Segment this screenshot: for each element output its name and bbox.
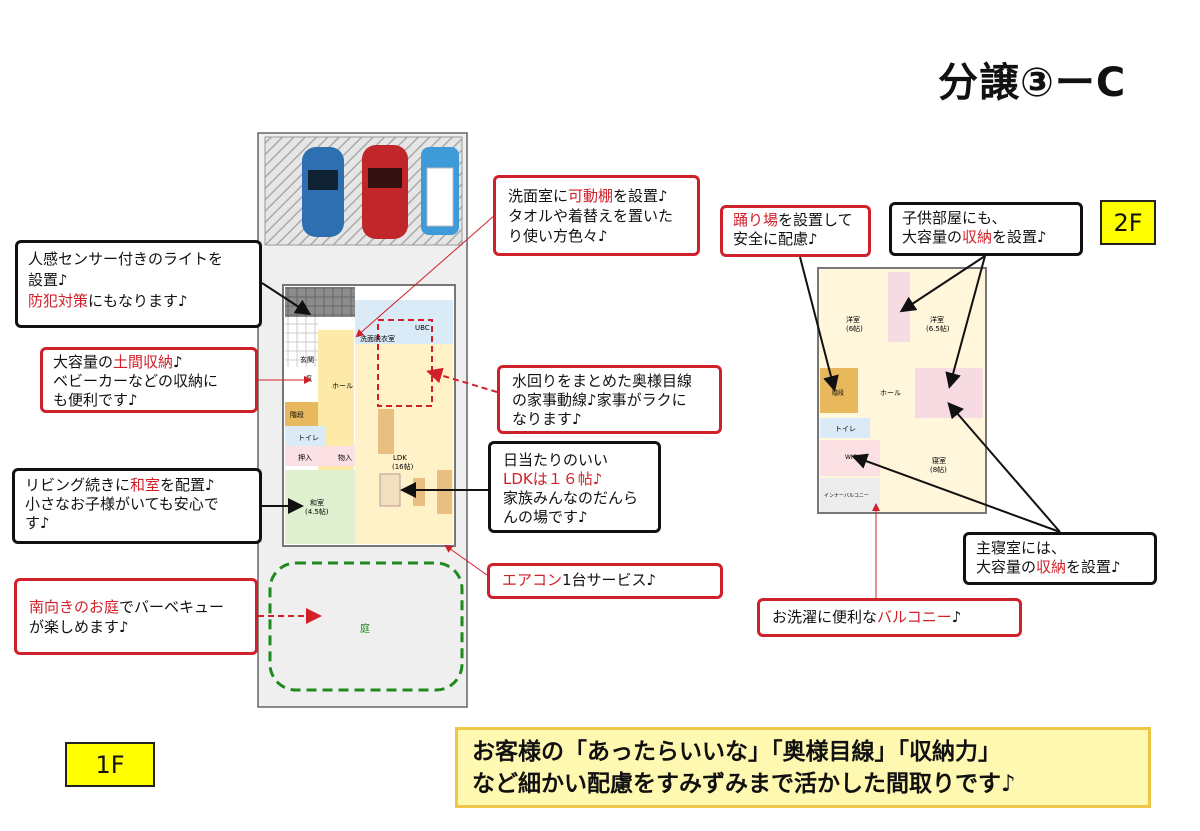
callout-text: の家事動線♪家事がラクに [512,391,687,409]
room-closet: 押入 [298,453,312,462]
callout-highlight: 可動棚 [568,187,614,205]
room-doma-storage: 収 [305,375,312,383]
callout-highlight: 土間収納 [113,353,174,371]
callout-text: も便利です♪ [53,391,138,409]
room-entrance: 玄関 [300,355,314,364]
callout-text: を設置♪ [613,187,668,205]
callout-text: り使い方色々♪ [508,227,608,245]
site-1f: 玄関 ホール 洗面脱衣室 UBC 収 階段 トイレ 押入 物入 和室 (4.5帖… [257,132,468,708]
callout-text: 大容量の [902,228,963,246]
callout-text: 日当たりのいい [503,451,609,469]
callout-balcony: お洗濯に便利なバルコニー♪ [757,598,1022,637]
room-stairs: 階段 [290,410,304,419]
callout-doma-storage: 大容量の土間収納♪ ベビーカーなどの収納に も便利です♪ [40,347,258,413]
callout-text: タオルや着替えを置いた [508,207,674,225]
callout-text: ♪ [173,353,183,371]
callout-text: 主寝室には、 [976,539,1067,557]
room-garden: 庭 [360,622,370,635]
floor-tag-1f: 1F [65,742,155,787]
callout-master-bedroom: 主寝室には、 大容量の収納を設置♪ [963,532,1157,585]
callout-text: を設置♪ [992,228,1047,246]
callout-highlight: LDKは１６帖♪ [503,470,603,488]
car-lightblue-icon [421,147,459,235]
room-western2-size: (6.5帖) [926,324,950,333]
room-hall-2f: ホール [880,389,901,397]
floor-tag-2f: 2F [1100,200,1156,245]
callout-kids-room: 子供部屋にも、 大容量の収納を設置♪ [889,202,1083,256]
callout-ldk: 日当たりのいい LDKは１６帖♪ 家族みんなのだんら んの場です♪ [488,441,661,533]
callout-text: 洗面室に [508,187,569,205]
callout-text: 1台サービス♪ [562,571,657,589]
room-stairs-2f: 階段 [832,389,844,397]
summary-banner: お客様の「あったらいいな」「奥様目線」「収納力」 など細かい配慮をすみずみまで活… [455,727,1151,808]
callout-text: なります♪ [512,410,582,428]
room-master-size: (8帖) [930,465,947,474]
callout-text: 大容量の [53,353,114,371]
room-balcony: インナーバルコニー [824,493,869,499]
room-western1: 洋室 [846,315,860,324]
callout-text: にもなります♪ [88,292,188,310]
banner-line: お客様の「あったらいいな」「奥様目線」「収納力」 [472,739,1001,765]
callout-highlight: 踊り場 [733,211,779,229]
callout-text: お洗濯に便利な [772,608,878,626]
callout-washitsu: リビング続きに和室を配置♪ 小さなお子様がいても安心で す♪ [12,468,262,544]
callout-arrows [258,214,1061,624]
room-western1-size: (6帖) [846,324,863,333]
callout-text: 子供部屋にも、 [902,209,1007,227]
room-washitsu: 和室 [310,498,324,507]
callout-highlight: 和室 [130,476,161,494]
room-toilet-2f: トイレ [835,425,856,433]
callout-highlight: エアコン [502,571,563,589]
room-western2: 洋室 [930,315,944,324]
garden-outline [268,561,464,692]
callout-text: 水回りをまとめた奥様目線 [512,372,693,390]
callout-text: 小さなお子様がいても安心で [25,495,219,513]
callout-movable-shelf: 洗面室に可動棚を設置♪ タオルや着替えを置いた り使い方色々♪ [493,175,700,256]
callout-highlight: 南向きのお庭 [29,598,120,616]
callout-highlight: 防犯対策 [28,292,89,310]
callout-text: 安全に配慮♪ [733,230,818,248]
callout-text: リビング続きに [25,476,131,494]
room-toilet: トイレ [298,434,319,442]
callout-aircon: エアコン1台サービス♪ [487,563,723,599]
callout-kitchen-flow: 水回りをまとめた奥様目線 の家事動線♪家事がラクに なります♪ [497,365,722,434]
callout-text: す♪ [25,514,50,532]
room-wic: WIC [845,454,857,461]
callout-garden: 南向きのお庭でバーベキュー が楽しめます♪ [14,578,258,655]
banner-line: など細かい配慮をすみずみまで活かした間取りです♪ [472,771,1016,797]
callout-text: 人感センサー付きのライトを [28,250,224,268]
callout-highlight: バルコニー [877,608,952,626]
callout-text: が楽しめます♪ [29,618,129,636]
room-hall: ホール [332,382,353,390]
room-ldk: LDK [393,454,407,462]
room-master: 寝室 [932,456,946,465]
callout-text: ♪ [951,608,962,626]
plan-2f: 洋室 (6帖) 洋室 (6.5帖) ホール 階段 トイレ WIC 寝室 (8帖)… [817,267,987,514]
callout-text: んの場です♪ [503,508,588,526]
room-ldk-size: (16帖) [392,462,414,471]
callout-text: を設置して [778,211,853,229]
callout-text: 大容量の [976,558,1037,576]
callout-highlight: 収納 [962,228,993,246]
callout-sensor-light: 人感センサー付きのライトを 設置♪ 防犯対策にもなります♪ [15,240,262,328]
page-title: 分譲③ーC [938,60,1127,106]
room-bath: UBC [415,324,430,332]
room-washroom: 洗面脱衣室 [360,334,395,343]
callout-highlight: 収納 [1036,558,1067,576]
callout-text: 設置♪ [28,271,68,289]
callout-text: ベビーカーなどの収納に [53,372,219,390]
room-storage: 物入 [338,453,352,462]
room-washitsu-size: (4.5帖) [305,507,329,516]
callout-text: を配置♪ [160,476,215,494]
callout-text: でバーベキュー [119,598,225,616]
callout-text: を設置♪ [1066,558,1121,576]
car-red-icon [362,145,408,239]
callout-text: 家族みんなのだんら [503,489,639,507]
car-blue-icon [302,147,344,237]
callout-landing: 踊り場を設置して 安全に配慮♪ [720,205,871,257]
